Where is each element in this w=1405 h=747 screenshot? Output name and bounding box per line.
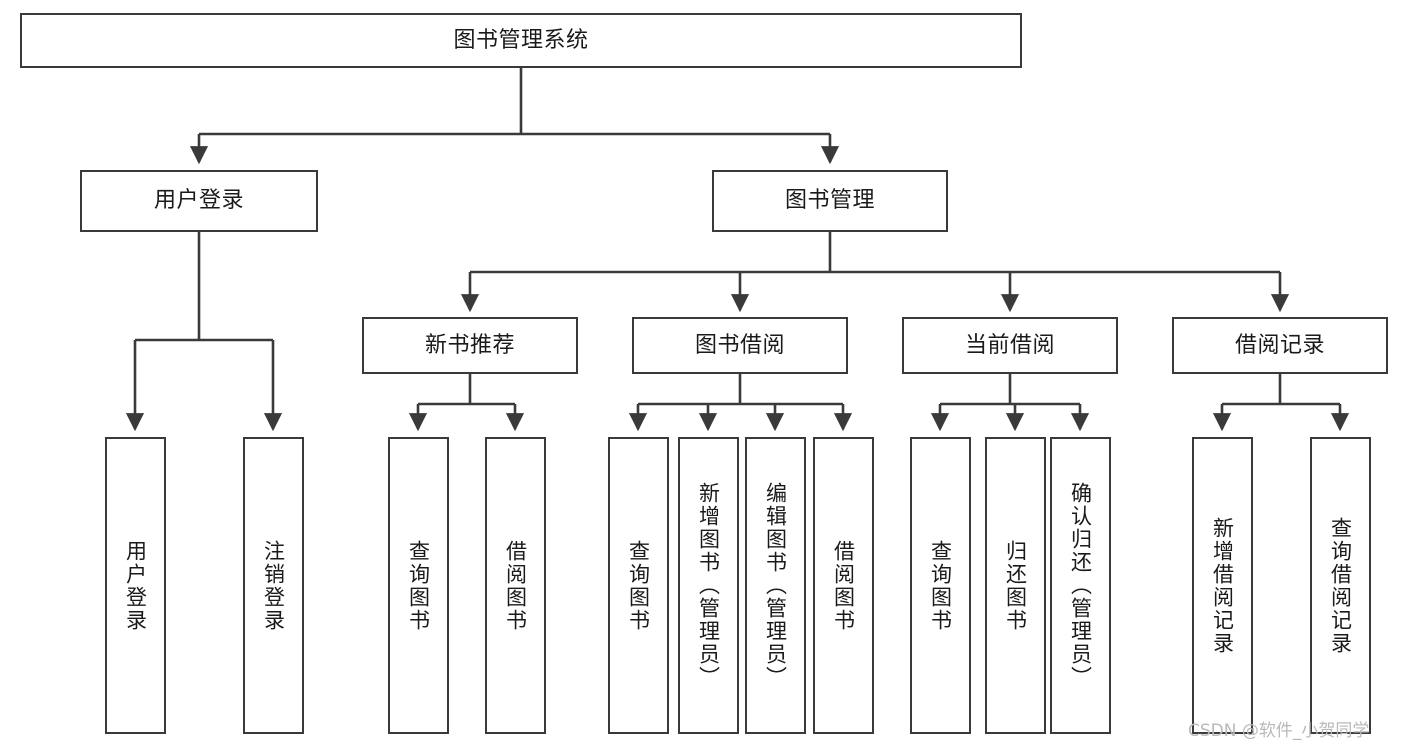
node-user-login-label: 用户登录 (153, 188, 244, 214)
node-leaf-query-book-2[interactable]: 查询图书 (608, 437, 669, 734)
node-leaf-query-book-3-label: 查询图书 (928, 539, 953, 632)
node-current-borrow-label: 当前借阅 (964, 332, 1055, 358)
node-book-manage-label: 图书管理 (784, 188, 875, 214)
node-leaf-edit-book-label: 编辑图书（管理员） (763, 482, 788, 689)
node-new-book-rec-label: 新书推荐 (424, 332, 515, 358)
node-root[interactable]: 图书管理系统 (20, 13, 1022, 68)
node-leaf-return-book-label: 归还图书 (1003, 539, 1028, 632)
node-leaf-logout[interactable]: 注销登录 (243, 437, 304, 734)
node-leaf-add-record[interactable]: 新增借阅记录 (1192, 437, 1253, 734)
node-book-borrow[interactable]: 图书借阅 (632, 317, 848, 374)
node-leaf-add-book-label: 新增图书（管理员） (696, 482, 721, 689)
node-borrow-record-label: 借阅记录 (1234, 332, 1325, 358)
node-borrow-record[interactable]: 借阅记录 (1172, 317, 1388, 374)
node-leaf-query-record-label: 查询借阅记录 (1328, 516, 1353, 655)
node-current-borrow[interactable]: 当前借阅 (902, 317, 1118, 374)
csdn-watermark: CSDN @软件_小贺同学 (1188, 721, 1370, 741)
node-leaf-add-book[interactable]: 新增图书（管理员） (678, 437, 739, 734)
node-new-book-rec[interactable]: 新书推荐 (362, 317, 578, 374)
node-leaf-query-book-1-label: 查询图书 (406, 539, 431, 632)
node-leaf-confirm-return-label: 确认归还（管理员） (1068, 482, 1093, 689)
node-user-login[interactable]: 用户登录 (80, 170, 318, 232)
node-leaf-edit-book[interactable]: 编辑图书（管理员） (745, 437, 806, 734)
node-leaf-user-login[interactable]: 用户登录 (105, 437, 166, 734)
node-leaf-confirm-return[interactable]: 确认归还（管理员） (1050, 437, 1111, 734)
node-leaf-borrow-book-1-label: 借阅图书 (503, 539, 528, 632)
node-leaf-query-book-3[interactable]: 查询图书 (910, 437, 971, 734)
node-leaf-query-book-1[interactable]: 查询图书 (388, 437, 449, 734)
node-book-borrow-label: 图书借阅 (694, 332, 785, 358)
node-leaf-user-login-label: 用户登录 (123, 539, 148, 632)
node-leaf-logout-label: 注销登录 (261, 539, 286, 632)
node-leaf-return-book[interactable]: 归还图书 (985, 437, 1046, 734)
node-leaf-borrow-book-2-label: 借阅图书 (831, 539, 856, 632)
node-leaf-borrow-book-1[interactable]: 借阅图书 (485, 437, 546, 734)
node-book-manage[interactable]: 图书管理 (712, 170, 948, 232)
node-leaf-query-book-2-label: 查询图书 (626, 539, 651, 632)
node-root-label: 图书管理系统 (453, 27, 589, 53)
node-leaf-add-record-label: 新增借阅记录 (1210, 516, 1235, 655)
node-leaf-borrow-book-2[interactable]: 借阅图书 (813, 437, 874, 734)
node-leaf-query-record[interactable]: 查询借阅记录 (1310, 437, 1371, 734)
